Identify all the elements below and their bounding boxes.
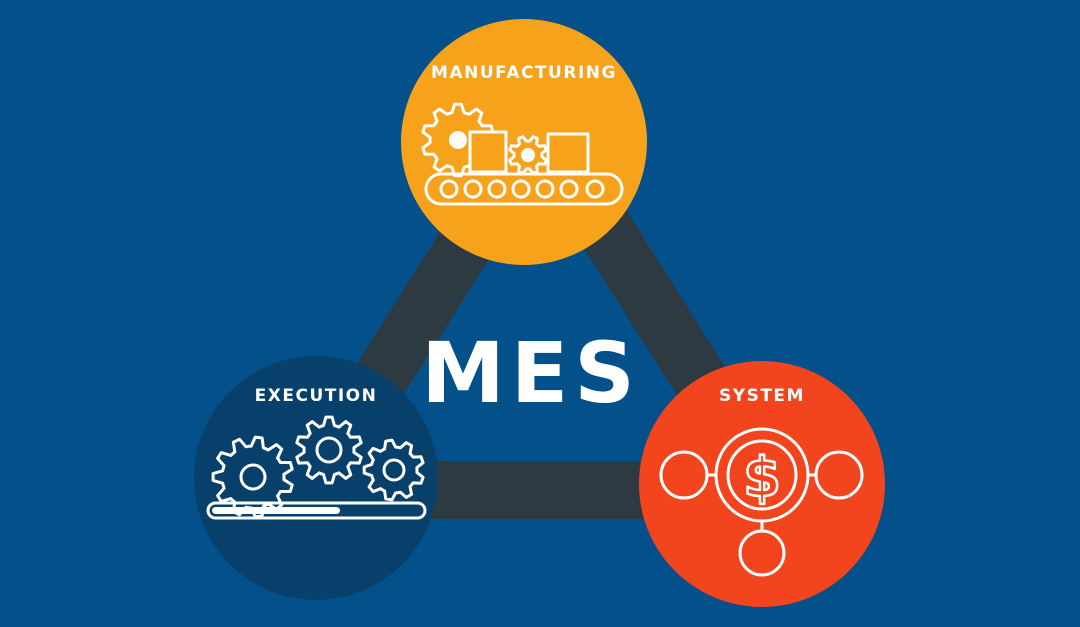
progress-bar-fill [212,507,340,514]
conveyor-gears-icon [421,102,624,206]
dollar-network-icon: $ [659,427,864,577]
execution-node: EXECUTION [194,356,438,600]
manufacturing-circle [401,19,647,265]
manufacturing-label: MANUFACTURING [431,63,617,83]
gears-progress-icon [206,415,427,520]
progress-bar-track [206,501,427,520]
gear-icon [295,415,363,485]
execution-circle [194,356,438,600]
dollar-icon: $ [743,446,781,509]
manufacturing-node: MANUFACTURING [401,19,647,265]
system-node: SYSTEM $ [639,361,885,607]
execution-label: EXECUTION [255,386,378,406]
center-title: MES [421,324,640,422]
system-label: SYSTEM [719,386,805,406]
gear-icon [508,135,548,175]
gear-icon [362,438,425,502]
system-circle [639,361,885,607]
